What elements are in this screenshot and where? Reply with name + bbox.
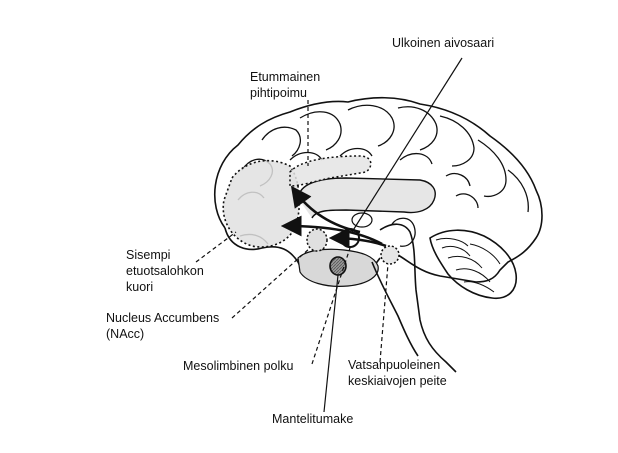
mesolimbic-arrows: [280, 185, 387, 249]
leader-vta: [379, 263, 389, 363]
nacc-region: [306, 228, 328, 252]
leader-amygdala: [323, 274, 339, 413]
vta-region: [380, 245, 400, 265]
label-amygdala: Mantelitumake: [272, 412, 354, 426]
arrow-to-cingulate: [290, 185, 361, 234]
midbrain-structure: [391, 217, 416, 247]
leader-nacc: [231, 247, 311, 319]
label-anterior-cingulate: Etummainen pihtipoimu: [250, 70, 321, 100]
leader-mesolimbic: [311, 247, 351, 365]
amygdala-region: [329, 256, 347, 276]
corpus-callosum: [297, 177, 436, 219]
label-prefrontal-cortex: Sisempi etuotsalohkon kuori: [126, 248, 204, 294]
label-ventral-tegmental: Vatsanpuoleinen keskiaivojen peite: [348, 358, 447, 388]
label-external-capsule: Ulkoinen aivosaari: [392, 36, 495, 50]
anterior-cingulate-region: [289, 155, 372, 187]
brain-outline: [214, 96, 543, 283]
brainstem: [379, 223, 457, 373]
cerebellum: [429, 229, 517, 299]
label-mesolimbic: Mesolimbinen polku: [183, 359, 294, 373]
arrow-to-nacc: [328, 227, 387, 249]
leader-prefrontal: [195, 231, 237, 263]
prefrontal-cortex-region: [222, 159, 301, 248]
leader-external-capsule: [351, 57, 463, 233]
ventricle-circle: [351, 212, 373, 228]
leader-lines: [195, 57, 463, 413]
brainstem-front: [371, 261, 419, 357]
label-nacc: Nucleus Accumbens (NAcc): [106, 311, 220, 341]
cerebellum-folia: [435, 237, 501, 293]
